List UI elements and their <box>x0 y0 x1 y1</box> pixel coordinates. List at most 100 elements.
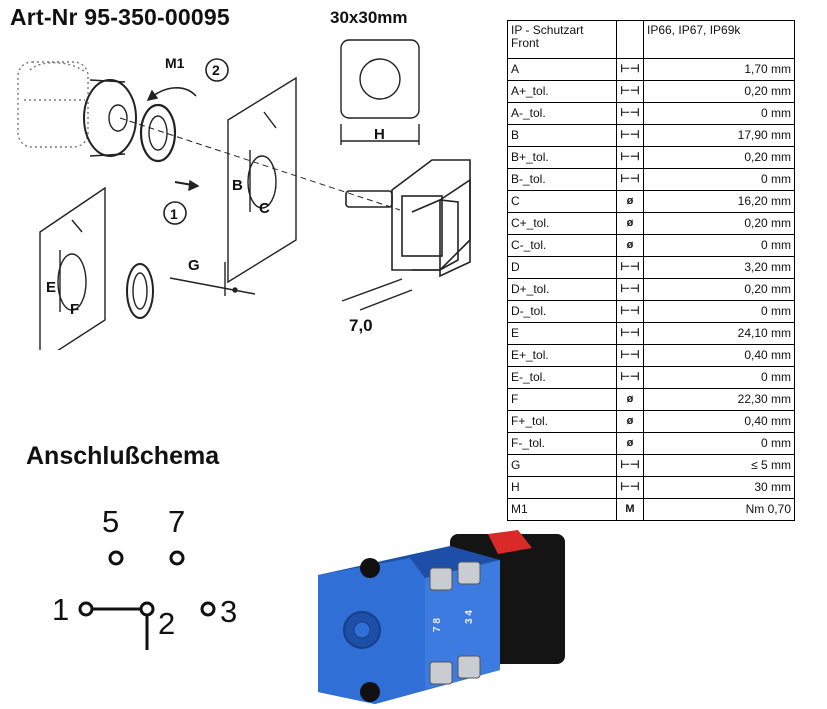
spec-symbol: ⊢⊣ <box>616 168 644 191</box>
terminal-screw-2 <box>457 561 481 585</box>
spec-symbol: ø <box>616 212 644 235</box>
pin-7-label: 7 <box>168 504 185 539</box>
spec-row: E+_tol.⊢⊣0,40 mm <box>507 344 795 367</box>
spec-name: C <box>507 190 617 213</box>
spec-table: IP - Schutzart Front IP66, IP67, IP69k A… <box>507 20 795 521</box>
switch-body-sketch <box>17 61 89 148</box>
spec-value: 0 mm <box>643 366 795 389</box>
terminal-block <box>425 560 500 690</box>
assembly-drawing: M1 2 1 B C E F G H 7,0 <box>17 39 471 350</box>
step-1-label: 1 <box>170 206 178 222</box>
spec-row: D⊢⊣3,20 mm <box>507 256 795 279</box>
spec-symbol: ⊢⊣ <box>616 300 644 323</box>
cutout-hole <box>359 58 401 100</box>
spec-row: H⊢⊣30 mm <box>507 476 795 499</box>
f-label: F <box>70 301 79 318</box>
mounting-size-label: 30x30mm <box>330 8 408 27</box>
spec-row: B-_tol.⊢⊣0 mm <box>507 168 795 191</box>
spec-name: F+_tol. <box>507 410 617 433</box>
spec-name: E+_tol. <box>507 344 617 367</box>
spec-row: G⊢⊣≤ 5 mm <box>507 454 795 477</box>
ip-rating-label: IP - Schutzart Front <box>507 20 617 59</box>
step-2-label: 2 <box>212 62 220 78</box>
pin-3-label: 3 <box>220 594 237 629</box>
spec-value: 0 mm <box>643 432 795 455</box>
pin-1-terminal <box>78 601 94 617</box>
pin-7-terminal <box>169 550 185 566</box>
pin-2-terminal <box>139 601 155 617</box>
step-1-circle <box>163 201 187 225</box>
spec-symbol: ⊢⊣ <box>616 476 644 499</box>
spec-name: C-_tol. <box>507 234 617 257</box>
screw-bottom <box>360 682 380 702</box>
spec-symbol: ⊢⊣ <box>616 256 644 279</box>
screw-top <box>360 558 380 578</box>
depth-label: 7,0 <box>349 316 373 335</box>
spec-value: 0,20 mm <box>643 80 795 103</box>
panel-plate-lower <box>39 186 106 350</box>
spec-name: E <box>507 322 617 345</box>
schema-title: Anschlußchema <box>26 442 220 470</box>
spec-name: C+_tol. <box>507 212 617 235</box>
spec-row: A+_tol.⊢⊣0,20 mm <box>507 80 795 103</box>
spec-value: 0,20 mm <box>643 146 795 169</box>
pin-5-label: 5 <box>102 504 119 539</box>
connection-schema: 5 7 1 2 3 <box>52 504 237 650</box>
spec-name: B+_tol. <box>507 146 617 169</box>
table-header-row: IP - Schutzart Front IP66, IP67, IP69k <box>507 20 795 59</box>
spec-name: A+_tol. <box>507 80 617 103</box>
article-number-title: Art-Nr 95-350-00095 <box>10 4 230 30</box>
terminal-screw-3 <box>429 661 453 685</box>
step-2-circle <box>205 58 229 82</box>
spec-name: D <box>507 256 617 279</box>
spec-value: 0,40 mm <box>643 344 795 367</box>
spec-symbol: ⊢⊣ <box>616 58 644 81</box>
spec-row: B⊢⊣17,90 mm <box>507 124 795 147</box>
spec-value: 17,90 mm <box>643 124 795 147</box>
spec-symbol: ø <box>616 432 644 455</box>
spec-row: E⊢⊣24,10 mm <box>507 322 795 345</box>
ip-rating-value: IP66, IP67, IP69k <box>643 20 795 59</box>
spec-name: D+_tol. <box>507 278 617 301</box>
spec-symbol: ⊢⊣ <box>616 454 644 477</box>
b-label: B <box>232 177 243 194</box>
terminal-screw-1 <box>429 567 453 591</box>
m1-label: M1 <box>165 55 185 71</box>
spec-row: D+_tol.⊢⊣0,20 mm <box>507 278 795 301</box>
product-photo: 7 8 3 4 <box>318 530 565 704</box>
spec-symbol: ⊢⊣ <box>616 146 644 169</box>
spec-name: F-_tol. <box>507 432 617 455</box>
pin-5-terminal <box>108 550 124 566</box>
spec-symbol: ⊢⊣ <box>616 278 644 301</box>
e-label: E <box>46 279 56 296</box>
spec-symbol: ø <box>616 234 644 257</box>
spec-value: 0,40 mm <box>643 410 795 433</box>
coupling-part <box>83 79 137 157</box>
c-label: C <box>259 200 270 217</box>
panel-plate-upper <box>227 76 297 284</box>
spec-symbol: ⊢⊣ <box>616 344 644 367</box>
square-cutout <box>340 39 420 119</box>
spec-symbol: ⊢⊣ <box>616 124 644 147</box>
spec-name: B <box>507 124 617 147</box>
spec-name: F <box>507 388 617 411</box>
spec-symbol: ⊢⊣ <box>616 102 644 125</box>
spec-name: A-_tol. <box>507 102 617 125</box>
spec-value: 22,30 mm <box>643 388 795 411</box>
spec-name: A <box>507 58 617 81</box>
spec-row: D-_tol.⊢⊣0 mm <box>507 300 795 323</box>
spec-row: E-_tol.⊢⊣0 mm <box>507 366 795 389</box>
terminal-screw-4 <box>457 655 481 679</box>
spec-value: 30 mm <box>643 476 795 499</box>
spec-name: M1 <box>507 498 617 521</box>
spec-name: B-_tol. <box>507 168 617 191</box>
spec-value: 0,20 mm <box>643 278 795 301</box>
spec-name: E-_tol. <box>507 366 617 389</box>
spec-name: H <box>507 476 617 499</box>
spec-symbol: ø <box>616 388 644 411</box>
